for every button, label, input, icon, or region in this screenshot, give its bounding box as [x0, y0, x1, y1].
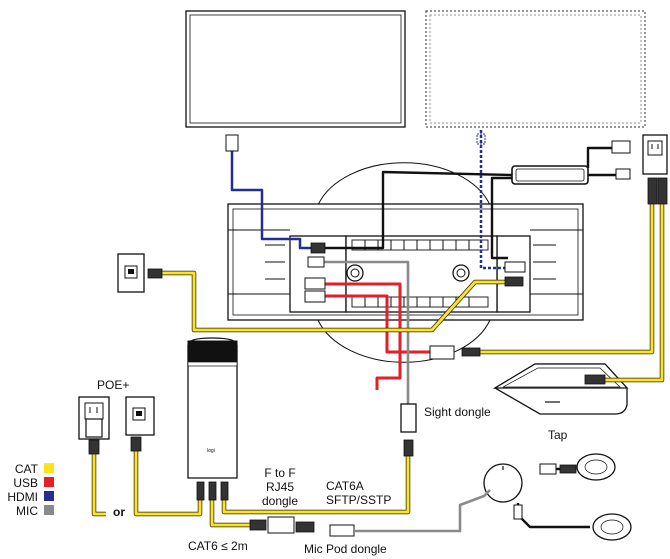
sight-camera-icon: logi — [187, 337, 238, 479]
legend-swatch-mic — [44, 505, 54, 515]
or-label: or — [113, 505, 125, 519]
mic-pod-hub-icon — [483, 463, 523, 503]
ethernet-wall-jack-icon — [117, 253, 145, 293]
legend-label-mic: MIC — [16, 504, 38, 518]
primary-monitor-icon — [185, 10, 406, 128]
legend-swatch-usb — [44, 477, 54, 487]
wall-outlet-icon — [642, 134, 668, 175]
tap-label: Tap — [548, 428, 568, 442]
mic-pod-icon — [576, 453, 616, 481]
sight-dongle-label: Sight dongle — [424, 405, 491, 419]
hdmi-cable — [230, 130, 505, 270]
mic-pod-dongle-label: Mic Pod dongle — [304, 542, 387, 556]
legend: CAT USB HDMI MIC — [7, 462, 54, 518]
mic-cable — [322, 260, 491, 533]
poe-label: POE+ — [97, 378, 129, 392]
legend-label-usb: USB — [13, 476, 38, 490]
power-adapter-icon — [511, 165, 589, 185]
legend-swatch-cat — [44, 463, 54, 473]
cat6a-label-line2: SFTP/SSTP — [326, 493, 391, 507]
f-to-f-label-line3: dongle — [262, 494, 298, 508]
ethernet-wall-jack-icon-2 — [125, 396, 155, 436]
f-to-f-label-line2: RJ45 — [266, 480, 294, 494]
legend-label-hdmi: HDMI — [7, 490, 38, 504]
poe-outlet-icon — [78, 396, 110, 440]
cable-connectors — [88, 133, 668, 537]
mic-pod-icon-2 — [592, 513, 632, 541]
cat6a-label-line1: CAT6A — [326, 479, 364, 493]
f-to-f-label-line1: F to F — [264, 466, 295, 480]
legend-label-cat: CAT — [15, 462, 39, 476]
rally-bar-icon — [227, 162, 584, 363]
legend-swatch-hdmi — [44, 491, 54, 501]
cat6-length-label: CAT6 ≤ 2m — [188, 539, 248, 553]
secondary-monitor-icon — [425, 10, 646, 128]
tap-controller-icon — [492, 363, 629, 415]
cat-cable — [91, 204, 665, 528]
svg-text:logi: logi — [207, 448, 215, 454]
